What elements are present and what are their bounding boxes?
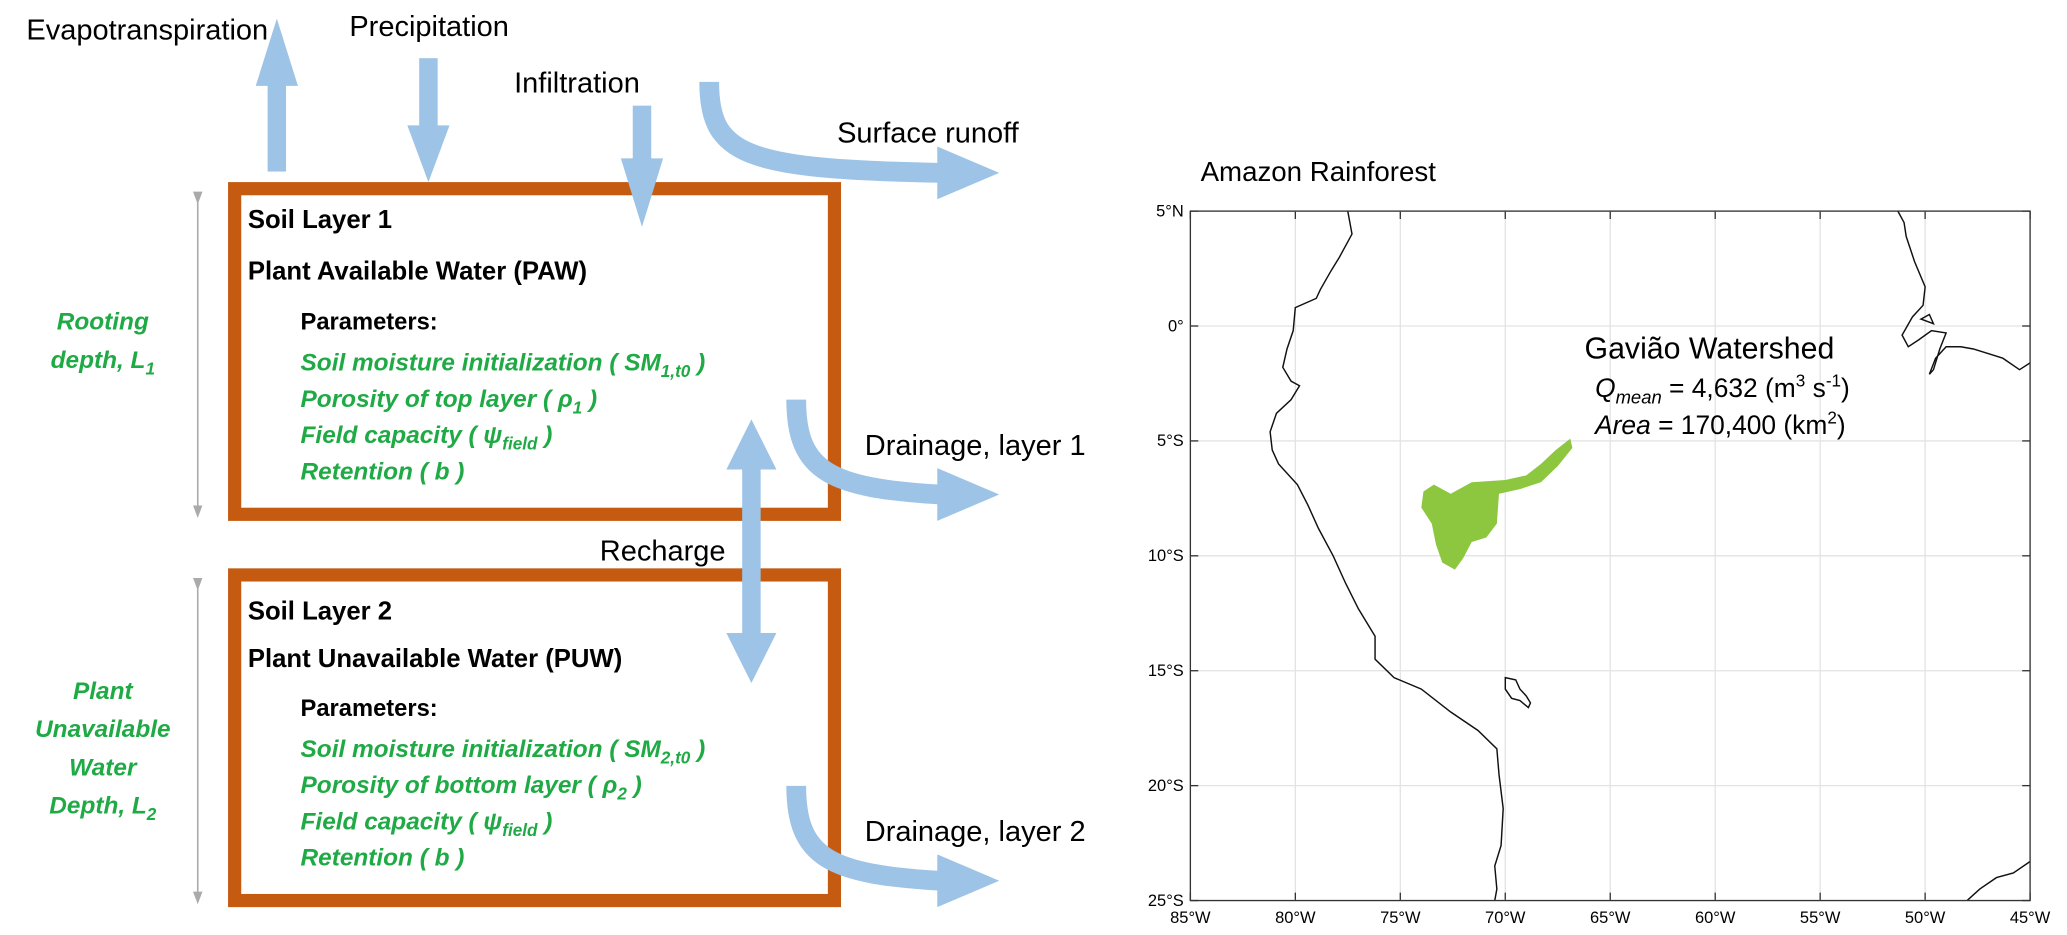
lat-tick-label: 5°S xyxy=(1157,432,1184,450)
parameter-item: Field capacity ( ψfield ) xyxy=(301,808,553,840)
lat-tick-label: 5°N xyxy=(1156,202,1184,220)
watershed-name: Gavião Watershed xyxy=(1585,333,1835,366)
depth-label-line: depth, L1 xyxy=(51,347,155,379)
parameter-item: Porosity of bottom layer ( ρ2 ) xyxy=(301,772,642,804)
map-frame xyxy=(1189,210,2031,902)
watershed-annotation: Gavião Watershed Qmean = 4,632 (m3 s-1) … xyxy=(1585,333,1850,440)
parameter-item: Retention ( b ) xyxy=(301,845,465,872)
lon-tick-label: 55°W xyxy=(1800,909,1841,927)
lat-tick-label: 15°S xyxy=(1148,662,1184,680)
depth-label-line: Rooting xyxy=(57,309,149,336)
lon-tick-label: 80°W xyxy=(1275,909,1316,927)
lat-tick-label: 0° xyxy=(1168,317,1184,335)
lat-tick-label: 20°S xyxy=(1148,777,1184,795)
island xyxy=(1919,313,1935,325)
coastline-southeast xyxy=(1966,860,2031,902)
layer1-title: Soil Layer 1 xyxy=(248,206,392,234)
layer1-subtitle: Plant Available Water (PAW) xyxy=(248,258,587,286)
soil-layer2-box xyxy=(228,568,842,908)
parameter-item: Retention ( b ) xyxy=(301,458,465,485)
drainage-layer2-arrow-icon xyxy=(786,785,1000,908)
gaviao-watershed-area xyxy=(1421,438,1573,570)
layer2-title: Soil Layer 2 xyxy=(248,598,392,626)
layer1-params: Soil moisture initialization ( SM1,t0 ) P… xyxy=(301,350,706,486)
lon-tick-label: 65°W xyxy=(1590,909,1631,927)
depth-label-line: Water xyxy=(69,754,138,781)
coastline-northeast xyxy=(1897,210,2031,375)
lon-tick-label: 45°W xyxy=(2010,909,2051,927)
recharge-arrow-icon xyxy=(726,419,777,684)
lon-tick-label: 70°W xyxy=(1485,909,1526,927)
map-axes: 85°W 80°W 75°W 70°W 65°W 60°W 55°W 50°W 45°W 5°N 0… xyxy=(1148,202,2051,927)
lake-titicaca xyxy=(1504,676,1532,709)
lon-tick-label: 85°W xyxy=(1170,909,1211,927)
lat-tick-label: 25°S xyxy=(1148,892,1184,910)
evapotranspiration-label: Evapotranspiration xyxy=(26,15,268,47)
map-title: Amazon Rainforest xyxy=(1201,156,1437,187)
recharge-label: Recharge xyxy=(600,535,726,567)
precipitation-arrow-icon xyxy=(407,58,450,183)
drainage-layer1-arrow-icon xyxy=(786,399,1000,521)
infiltration-label: Infiltration xyxy=(514,67,640,99)
surface-runoff-label: Surface runoff xyxy=(837,118,1020,150)
precipitation-label: Precipitation xyxy=(349,11,509,43)
coastline-west xyxy=(1269,210,1504,901)
parameter-item: Soil moisture initialization ( SM2,t0 ) xyxy=(301,736,706,768)
evapotranspiration-arrow-icon xyxy=(255,18,298,172)
parameter-item: Field capacity ( ψfield ) xyxy=(301,422,553,454)
surface-runoff-arrow-icon xyxy=(699,81,1000,200)
rooting-depth-label: Rooting depth, L1 xyxy=(51,309,155,379)
layer2-params-label: Parameters: xyxy=(301,696,438,722)
drainage-layer1-label: Drainage, layer 1 xyxy=(865,430,1086,462)
q-mean-label: Qmean = 4,632 (m3 s-1) xyxy=(1595,370,1850,407)
lon-tick-label: 60°W xyxy=(1695,909,1736,927)
soil-layer1-box xyxy=(228,182,842,521)
parameter-item: Porosity of top layer ( ρ1 ) xyxy=(301,386,598,418)
depth-label-line: Unavailable xyxy=(35,716,170,743)
lon-tick-label: 75°W xyxy=(1380,909,1421,927)
depth-label-line: Plant xyxy=(73,678,133,705)
lat-tick-label: 10°S xyxy=(1148,547,1184,565)
drainage-layer2-label: Drainage, layer 2 xyxy=(865,816,1086,848)
depth-label-line: Depth, L2 xyxy=(49,793,156,825)
layer2-params: Soil moisture initialization ( SM2,t0 ) P… xyxy=(301,736,706,872)
area-label: Area = 170,400 (km2) xyxy=(1593,407,1846,440)
lon-tick-label: 50°W xyxy=(1905,909,1946,927)
parameter-item: Soil moisture initialization ( SM1,t0 ) xyxy=(301,350,706,382)
layer1-params-label: Parameters: xyxy=(301,310,438,336)
layer2-subtitle: Plant Unavailable Water (PUW) xyxy=(248,645,622,673)
infiltration-arrow-icon xyxy=(620,105,664,227)
